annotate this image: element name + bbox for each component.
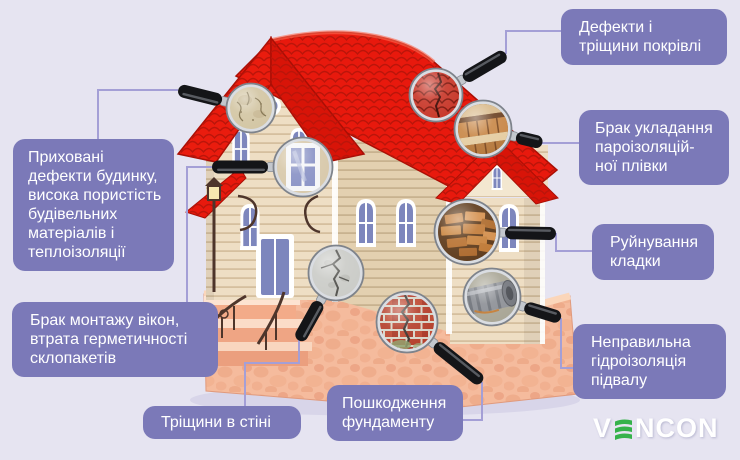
magnifier-masonry-bricks-icon (433, 198, 556, 266)
magnifier-wall-crack-icon (295, 244, 365, 342)
vencon-logo: V NCON (593, 411, 719, 445)
entrance-door (256, 234, 294, 298)
magnifier-plaster-defects-icon (178, 82, 277, 134)
connector-hidden (97, 89, 178, 140)
label-roof-defects: Дефекти і тріщини покрівлі (561, 9, 727, 66)
connector-foundation (463, 382, 483, 421)
label-wall-cracks: Тріщини в стіні (143, 406, 301, 440)
magnifier-basement-pipe-icon (462, 267, 562, 327)
connector-roof (505, 30, 562, 54)
logo-letters-ncon: NCON (635, 412, 719, 443)
connector-basement (560, 318, 574, 369)
connector-windows (186, 166, 212, 304)
connector-lines (97, 30, 593, 421)
magnifier-foundation-brick-icon (375, 290, 484, 385)
connector-masonry (555, 233, 593, 252)
label-window-installation: Брак монтажу вікон, втрата герметичності… (12, 302, 218, 378)
magnifier-roof-shingles-icon (408, 50, 507, 123)
magnifier-window-seal-icon (212, 136, 334, 198)
porch-lamp-icon (205, 177, 223, 201)
logo-letter-v: V (593, 412, 613, 443)
label-masonry-destruction: Руйнування кладки (592, 224, 714, 281)
label-hidden-defects: Приховані дефекти будинку, висока порист… (13, 139, 174, 272)
magnifier-vapor-barrier-icon (453, 99, 543, 159)
label-basement-waterproofing: Неправильна гідроізоляція підвалу (573, 324, 726, 400)
vencon-e-icon (615, 419, 633, 440)
connector-wallcrack (244, 340, 300, 408)
label-foundation-damage: Пошкодження фундаменту (327, 385, 463, 442)
house-roof (176, 30, 559, 219)
label-vapor-barrier: Брак укладання пароізоляцій- ної плівки (579, 110, 729, 186)
